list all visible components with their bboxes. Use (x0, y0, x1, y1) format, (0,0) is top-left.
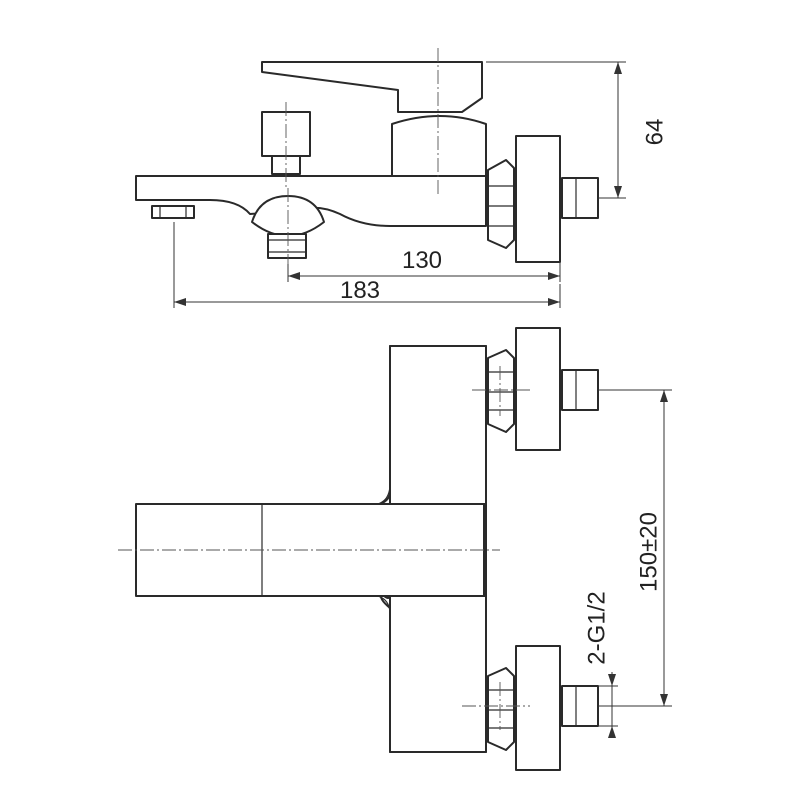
front-upper-hex-nut (487, 349, 515, 433)
front-view: 150±20 2-G1/2 (118, 327, 672, 771)
dimension-thread-label: 2-G1/2 (583, 591, 610, 664)
dimension-64-label: 64 (641, 119, 668, 146)
dimension-150: 150±20 (598, 389, 672, 707)
front-upper-flange (515, 327, 561, 451)
dimension-64: 64 (486, 61, 668, 199)
side-flange (515, 135, 561, 263)
front-upper-connector (561, 369, 599, 411)
front-body-lower (389, 595, 487, 753)
dimension-130-label: 130 (402, 247, 442, 274)
side-lever-handle (261, 61, 483, 113)
side-connector (561, 177, 599, 219)
side-view: 64 130 183 (135, 48, 668, 308)
dimension-thread: 2-G1/2 (583, 591, 618, 738)
front-lower-flange (515, 645, 561, 771)
front-lower-hex-nut (487, 667, 515, 751)
front-lower-connector (561, 685, 599, 727)
side-aerator (151, 205, 195, 219)
side-spout-body (135, 175, 487, 227)
side-valve-body (391, 115, 487, 177)
side-hex-nut (487, 159, 515, 249)
dimension-183-label: 183 (340, 277, 380, 304)
dimension-183: 183 (173, 222, 561, 308)
side-hose-outlet (267, 233, 307, 259)
dimension-130: 130 (287, 247, 561, 282)
front-body-upper (389, 345, 487, 505)
dimension-150-label: 150±20 (635, 512, 662, 592)
